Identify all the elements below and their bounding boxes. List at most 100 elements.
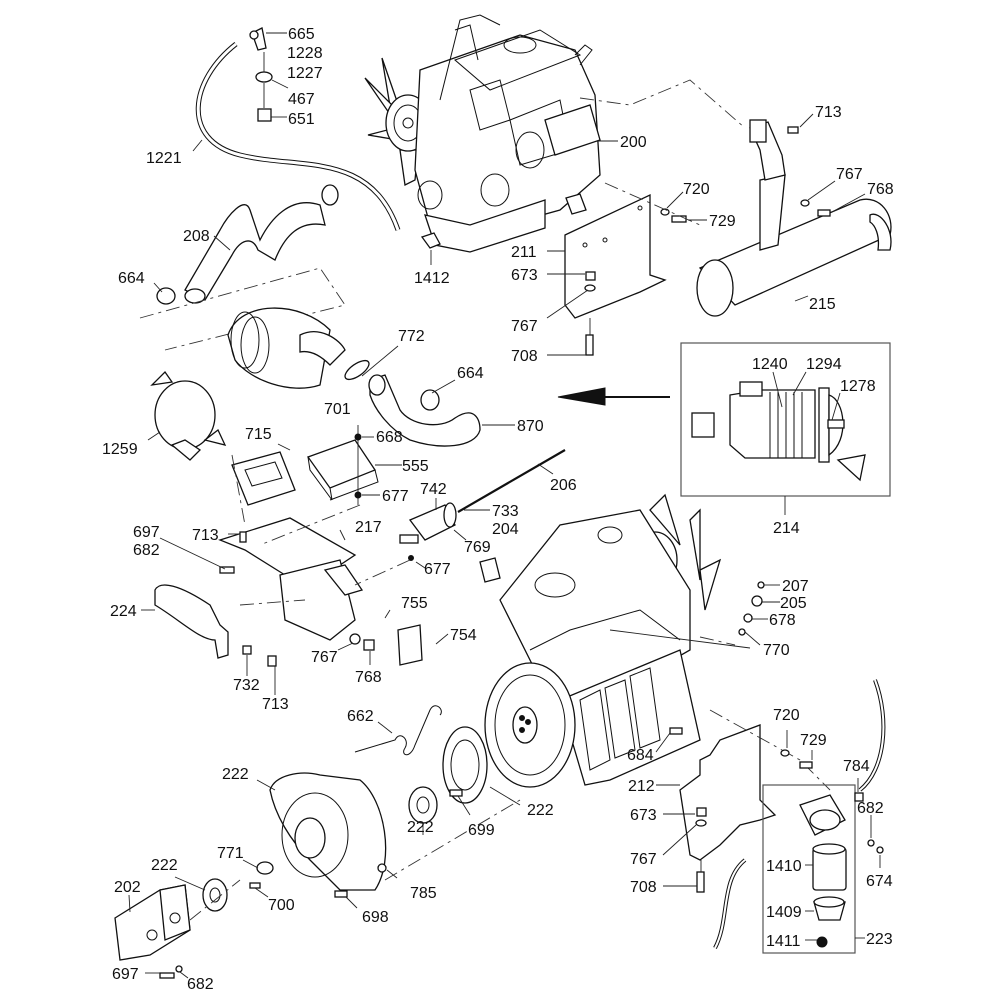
callout-729-a[interactable]: 729 <box>709 213 736 230</box>
part-784-fitting[interactable] <box>854 792 864 802</box>
callout-555[interactable]: 555 <box>402 458 429 475</box>
callout-720-b[interactable]: 720 <box>773 707 800 724</box>
callout-732[interactable]: 732 <box>233 677 260 694</box>
part-713-bolt-c[interactable] <box>267 655 277 667</box>
callout-708-b[interactable]: 708 <box>630 879 657 896</box>
part-700-bolt[interactable] <box>249 882 261 889</box>
callout-207[interactable]: 207 <box>782 578 809 595</box>
callout-1278[interactable]: 1278 <box>840 378 876 395</box>
callout-664-a[interactable]: 664 <box>118 270 145 287</box>
callout-771[interactable]: 771 <box>217 845 244 862</box>
part-697-bolt-b[interactable] <box>159 972 175 979</box>
part-767-washer-d[interactable] <box>695 819 707 827</box>
callout-1240[interactable]: 1240 <box>752 356 788 373</box>
callout-682-b[interactable]: 682 <box>857 800 884 817</box>
callout-870[interactable]: 870 <box>517 418 544 435</box>
part-697-bolt-a[interactable] <box>219 566 235 574</box>
callout-223[interactable]: 223 <box>866 931 893 948</box>
callout-713-c[interactable]: 713 <box>262 696 289 713</box>
part-212-bracket-plate[interactable] <box>679 724 777 861</box>
callout-651[interactable]: 651 <box>288 111 315 128</box>
callout-665[interactable]: 665 <box>288 26 315 43</box>
callout-678[interactable]: 678 <box>769 612 796 629</box>
callout-1227[interactable]: 1227 <box>287 65 323 82</box>
part-673-nut-b[interactable] <box>696 807 707 817</box>
callout-217[interactable]: 217 <box>355 519 382 536</box>
part-207-205-678-glow-hardware[interactable] <box>738 581 765 636</box>
part-air-cleaner[interactable] <box>227 307 346 389</box>
callout-1411[interactable]: 1411 <box>766 933 801 950</box>
callout-214[interactable]: 214 <box>773 520 800 537</box>
part-682-washer-c[interactable] <box>175 965 183 973</box>
part-fuel-filter-head[interactable] <box>799 794 846 836</box>
callout-767-d[interactable]: 767 <box>630 851 657 868</box>
part-732-nut[interactable] <box>242 645 252 655</box>
callout-200[interactable]: 200 <box>620 134 647 151</box>
engine-lower-assembly[interactable] <box>484 493 722 788</box>
callout-467[interactable]: 467 <box>288 91 315 108</box>
callout-1409[interactable]: 1409 <box>766 904 802 921</box>
callout-1410[interactable]: 1410 <box>766 858 802 875</box>
callout-662[interactable]: 662 <box>347 708 374 725</box>
part-224-cover-plate[interactable] <box>154 584 229 659</box>
part-1411-drain-plug[interactable] <box>816 936 828 948</box>
part-682-nut-b[interactable] <box>867 839 875 847</box>
part-662-spring[interactable] <box>354 705 442 756</box>
callout-713-b[interactable]: 713 <box>192 527 219 544</box>
part-222-gear[interactable] <box>408 786 438 824</box>
callout-701[interactable]: 701 <box>324 401 351 418</box>
callout-699[interactable]: 699 <box>468 822 495 839</box>
callout-768-b[interactable]: 768 <box>355 669 382 686</box>
callout-784[interactable]: 784 <box>843 758 870 775</box>
part-1410-filter-element[interactable] <box>812 843 847 891</box>
callout-708-a[interactable]: 708 <box>511 348 538 365</box>
callout-720-a[interactable]: 720 <box>683 181 710 198</box>
part-768-bolt-a[interactable] <box>817 209 831 217</box>
part-202-hydraulic-pump[interactable] <box>114 884 191 961</box>
callout-755[interactable]: 755 <box>401 595 428 612</box>
callout-212[interactable]: 212 <box>628 778 655 795</box>
callout-222-a[interactable]: 222 <box>222 766 249 783</box>
part-222-coupling-flange[interactable] <box>442 726 488 804</box>
part-214-air-cleaner-inset[interactable] <box>691 381 866 482</box>
callout-208[interactable]: 208 <box>183 228 210 245</box>
callout-215[interactable]: 215 <box>809 296 836 313</box>
part-870-intake-hose[interactable] <box>368 374 481 447</box>
callout-673-b[interactable]: 673 <box>630 807 657 824</box>
part-684-bolt[interactable] <box>669 727 683 735</box>
callout-697-a[interactable]: 697 <box>133 524 160 541</box>
callout-697-b[interactable]: 697 <box>112 966 139 983</box>
callout-682-c[interactable]: 682 <box>187 976 214 993</box>
part-217-bracket[interactable] <box>218 517 364 641</box>
callout-205[interactable]: 205 <box>780 595 807 612</box>
part-651-nut[interactable] <box>257 108 272 122</box>
callout-673-a[interactable]: 673 <box>511 267 538 284</box>
part-785-nut[interactable] <box>377 863 387 873</box>
callout-204[interactable]: 204 <box>492 521 519 538</box>
callout-767-b[interactable]: 767 <box>511 318 538 335</box>
callout-772[interactable]: 772 <box>398 328 425 345</box>
callout-682-a[interactable]: 682 <box>133 542 160 559</box>
callout-206[interactable]: 206 <box>550 477 577 494</box>
part-215-muffler[interactable] <box>696 119 892 317</box>
part-772-clamp[interactable] <box>342 357 372 383</box>
callout-664-b[interactable]: 664 <box>457 365 484 382</box>
part-699-bolt[interactable] <box>449 789 463 797</box>
part-sensor-mid[interactable] <box>479 557 501 583</box>
callout-767-c[interactable]: 767 <box>311 649 338 666</box>
engine-top-assembly[interactable] <box>364 14 601 253</box>
callout-1228[interactable]: 1228 <box>287 45 323 62</box>
part-208-radiator-hose[interactable] <box>184 202 326 304</box>
callout-770[interactable]: 770 <box>763 642 790 659</box>
part-222-gasket[interactable] <box>202 878 228 912</box>
callout-211[interactable]: 211 <box>511 244 537 261</box>
part-698-bolt[interactable] <box>334 890 348 898</box>
part-555-controller[interactable] <box>306 439 379 501</box>
part-767-washer-c[interactable] <box>349 633 361 645</box>
callout-222-b[interactable]: 222 <box>527 802 554 819</box>
part-729-bolt-b[interactable] <box>799 761 813 769</box>
part-673-nut-a[interactable] <box>585 271 596 281</box>
part-742-stop-solenoid[interactable] <box>399 502 457 544</box>
part-713-bolt-b[interactable] <box>239 531 247 543</box>
part-708-bolt-a[interactable] <box>585 334 594 356</box>
